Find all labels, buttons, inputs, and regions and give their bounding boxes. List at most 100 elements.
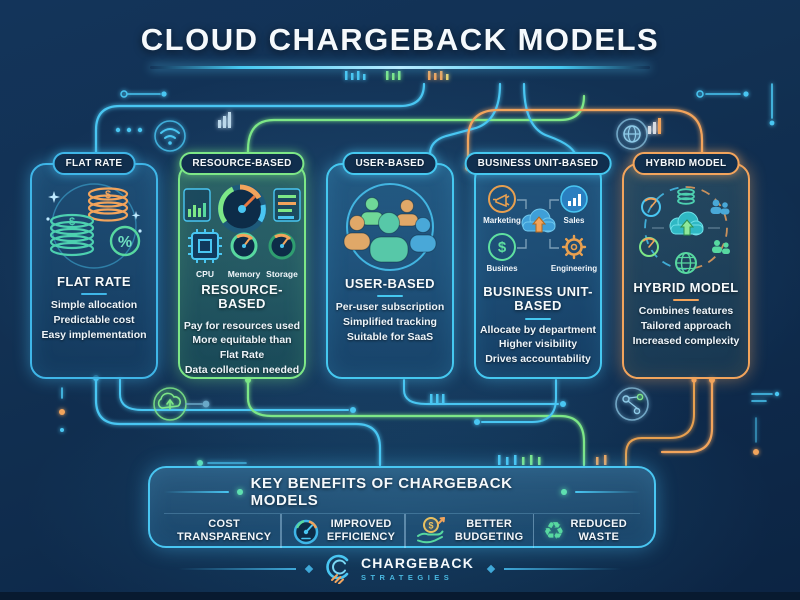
card-divider	[673, 299, 699, 302]
card-feature: Simple allocation	[50, 299, 138, 312]
decorative-line	[574, 491, 641, 493]
card-feature: Pay for resources used	[183, 319, 301, 332]
card-feature: Predictable cost	[53, 313, 135, 326]
sub-label-business: Busines	[486, 264, 518, 273]
card-feature: Drives accountability	[485, 352, 591, 365]
title-ticks-decoration	[345, 71, 449, 80]
card-feature-list: Simple allocation Predictable cost Easy …	[41, 298, 146, 342]
card-divider	[377, 295, 403, 298]
svg-text:$: $	[428, 521, 433, 531]
model-cards-row: FLAT RATE $ $	[30, 152, 750, 379]
person-icon	[343, 215, 371, 251]
footer-brand-row: CHARGEBACK STRATEGIES	[0, 554, 800, 584]
sub-label-engineering: Engineering	[551, 264, 597, 273]
hand-dollar-icon: $	[416, 517, 445, 544]
network-nodes-icon	[615, 387, 649, 421]
percent-icon: %	[109, 225, 141, 257]
resource-gauges-icon: CPU Memory Storage	[183, 184, 301, 279]
person-icon	[360, 197, 384, 226]
card-feature: More equitable than Flat Rate	[192, 334, 292, 361]
hybrid-cycle-icon	[639, 186, 730, 274]
people-icon	[710, 199, 730, 215]
benefit-label-line: EFFICIENCY	[326, 531, 396, 543]
card-title: FLAT RATE	[57, 274, 131, 289]
card-feature: Per-user subscription	[335, 301, 445, 314]
card-title: HYBRID MODEL	[633, 280, 739, 295]
sparkle-icon	[46, 191, 142, 233]
card-feature: Simplified tracking	[343, 315, 437, 328]
decorative-dot	[237, 489, 243, 495]
benefit-label-line: WASTE	[578, 531, 620, 543]
benefit-better-budgeting: $ BETTER BUDGETING	[406, 516, 533, 546]
bottom-bar	[0, 592, 800, 600]
card-feature: Combines features	[638, 305, 734, 318]
benefit-divider	[532, 514, 535, 548]
wifi-icon	[154, 120, 186, 152]
people-icon	[712, 240, 730, 254]
decorative-dot	[304, 564, 314, 574]
globe-icon	[675, 252, 697, 274]
svg-text:$: $	[69, 216, 75, 228]
card-feature-list: Allocate by department Higher visibility…	[480, 323, 596, 367]
card-title: RESOURCE-BASED	[201, 282, 283, 312]
brand-name: CHARGEBACK	[360, 555, 475, 572]
cloud-upload-icon	[669, 211, 704, 236]
user-group-icon	[343, 183, 437, 271]
benefit-label-line: BETTER	[466, 518, 513, 531]
gauge-icon	[293, 519, 319, 545]
benefit-divider	[404, 514, 406, 548]
page-title: CLOUD CHARGEBACK MODELS	[140, 22, 660, 57]
dollar-icon: $	[488, 233, 516, 261]
benefits-title: KEY BENEFITS OF CHARGEBACK MODELS	[250, 475, 513, 509]
title-underline	[150, 66, 650, 69]
user-icon-area	[328, 179, 452, 275]
decorative-dot	[486, 564, 496, 574]
person-icon	[369, 212, 409, 263]
coin-stack-teal-icon: $	[49, 213, 95, 257]
card-header-pill: RESOURCE-BASED	[179, 152, 305, 175]
card-hybrid-model: HYBRID MODEL	[622, 152, 750, 379]
card-feature-list: Combines features Tailored approach Incr…	[633, 304, 740, 348]
card-feature: Tailored approach	[640, 319, 732, 332]
key-benefits-panel: KEY BENEFITS OF CHARGEBACK MODELS COST T…	[148, 466, 656, 548]
card-title: BUSINESS UNIT-BASED	[483, 284, 593, 314]
card-feature: Allocate by department	[479, 323, 597, 336]
card-resource-based: RESOURCE-BASED	[178, 152, 306, 379]
hybrid-icon-area	[624, 179, 748, 279]
chargeback-logo-mark	[326, 554, 349, 584]
benefits-items-row: COST TRANSPARENCY IMPROVED EFFICIENCY	[164, 514, 640, 548]
storage-gauge-icon	[268, 232, 296, 260]
svg-text:$: $	[105, 189, 111, 201]
benefit-label-line: REDUCED	[570, 518, 628, 531]
coin-stack-orange-icon: $	[87, 187, 129, 222]
decorative-dot	[561, 489, 567, 495]
benefit-label-line: TRANSPARENCY	[176, 531, 272, 543]
benefit-reduced-waste: ♻ REDUCED WASTE	[534, 518, 636, 543]
resource-icon-area: CPU Memory Storage	[180, 179, 304, 281]
sub-label-cpu: CPU	[196, 269, 214, 279]
coins-percent-icon: $ $ %	[46, 183, 142, 269]
card-title: USER-BASED	[345, 276, 435, 291]
brand-lockup: CHARGEBACK STRATEGIES	[326, 554, 474, 584]
card-feature: Suitable for SaaS	[346, 330, 434, 343]
card-feature: Easy implementation	[41, 328, 147, 341]
coin-stack-icon	[677, 188, 695, 205]
benefit-divider	[280, 514, 282, 548]
panel-ticks-decoration	[498, 455, 607, 465]
benefit-label-line: BUDGETING	[454, 531, 524, 543]
gauge-icon	[641, 197, 661, 217]
business-unit-icon-area: $ Marketing Sales	[476, 179, 600, 283]
card-business-unit-based: BUSINESS UNIT-BASED	[464, 152, 612, 379]
benefits-title-row: KEY BENEFITS OF CHARGEBACK MODELS	[164, 475, 641, 514]
card-header-pill: HYBRID MODEL	[632, 152, 740, 175]
card-feature: Higher visibility	[498, 338, 578, 351]
sub-label-storage: Storage	[266, 269, 298, 279]
card-divider	[81, 293, 107, 296]
card-user-based: USER-BASED	[326, 152, 454, 379]
megaphone-icon	[488, 185, 516, 213]
benefit-cost-transparency: COST TRANSPARENCY	[168, 518, 280, 543]
gauge-icon	[217, 184, 267, 234]
card-header-pill: BUSINESS UNIT-BASED	[464, 152, 612, 175]
